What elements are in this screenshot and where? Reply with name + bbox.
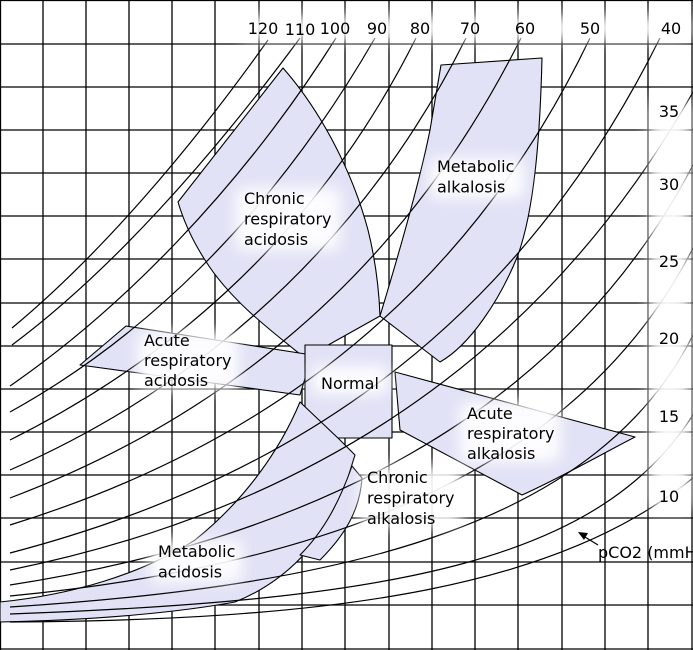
isobar-label: 35 [659,102,679,121]
region-label-normal: Normal [321,374,379,393]
isobar-line [9,37,417,441]
isobar-label: 25 [659,252,679,271]
isobar-line [11,37,301,346]
isobar-line [11,39,269,329]
isobar-label: 60 [515,19,535,38]
region-label-acute-respiratory-acidosis: Acute respiratory acidosis [144,331,237,390]
isobar-label: 70 [460,19,480,38]
isobar-line [9,334,693,608]
isobar-label: 100 [320,19,351,38]
region-label-acute-respiratory-alkalosis: Acute respiratory alkalosis [467,404,560,463]
isobar-labels: 120 110 100 90 80 70 60 50 40 35 30 25 2… [248,19,681,506]
region-metabolic-alkalosis-shape [379,57,543,363]
region-labels: Chronic respiratory acidosis Metabolic a… [144,157,560,582]
region-label-metabolic-alkalosis: Metabolic alkalosis [437,157,519,197]
isobar-label: 90 [367,19,387,38]
isobar-label: 30 [659,175,679,194]
isobar-line [9,477,693,623]
region-chronic-respiratory-alkalosis-shape [299,465,363,561]
isobar-line [9,91,693,571]
isobar-line [9,414,693,615]
pco2-arrowhead-icon [578,532,588,540]
region-label-chronic-respiratory-alkalosis: Chronic respiratory alkalosis [367,468,460,528]
isobar-label: 110 [285,20,316,39]
isobar-line [9,37,467,471]
isobar-label: 20 [659,329,679,348]
region-label-metabolic-acidosis: Metabolic acidosis [158,542,240,582]
pco2-isobars [9,37,693,623]
isobar-label: 40 [661,19,681,38]
isobar-line [9,164,693,586]
pco2-annotation: pCO2 (mmHg) [578,532,693,562]
isobar-label: 50 [580,19,600,38]
isobar-label: 120 [248,19,279,38]
label-halos [138,16,690,582]
isobar-label: 10 [659,487,679,506]
isobar-line [9,37,522,499]
isobar-line [9,37,376,413]
isobar-line [9,37,337,387]
isobar-label: 80 [410,19,430,38]
region-label-chronic-respiratory-acidosis: Chronic respiratory acidosis [244,189,337,249]
pco2-label: pCO2 (mmHg) [598,543,693,562]
isobar-label: 15 [659,407,679,426]
